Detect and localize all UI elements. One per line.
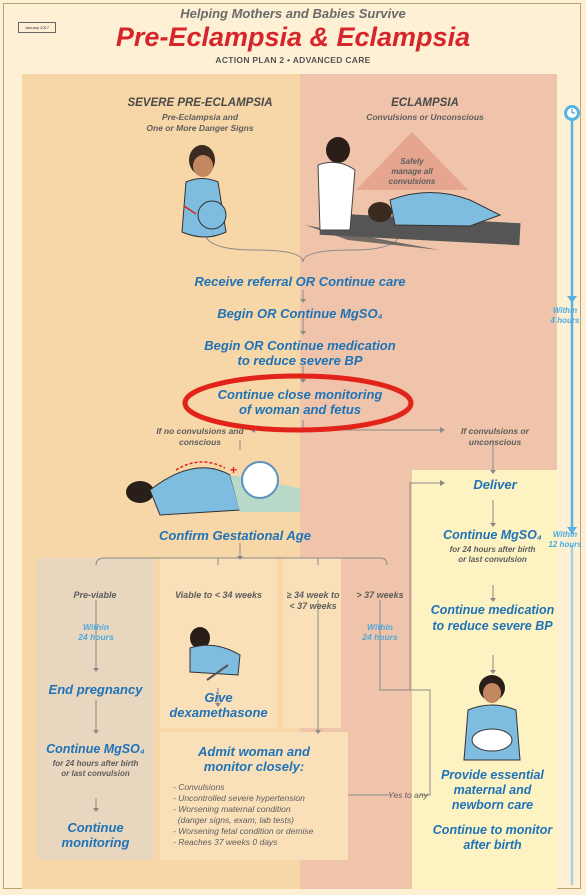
age-viable: Viable to < 34 weeks: [160, 590, 277, 600]
mother-baby-icon: [464, 675, 520, 760]
admit-item-2: - Worsening maternal condition: [173, 804, 348, 814]
confirm-gestational-age: Confirm Gestational Age: [110, 528, 360, 543]
age-34-b: < 37 weeks: [281, 601, 345, 611]
admit-item-4: - Worsening fetal condition or demise: [173, 826, 348, 836]
right-medication-1: Continue medication: [415, 603, 570, 617]
admit-item-3: (danger signs, exam, lab tests): [173, 815, 348, 825]
left-mgso4-sub-2: or last convulsion: [37, 769, 154, 778]
age-37: > 37 weeks: [345, 590, 415, 600]
eclampsia-scene-icon: [305, 137, 520, 250]
left-continue-mgso4: Continue MgSO₄: [37, 742, 154, 756]
step-bp-2: to reduce severe BP: [150, 353, 450, 368]
essential-care-1: Provide essential: [415, 768, 570, 782]
step-receive-referral: Receive referral OR Continue care: [150, 274, 450, 289]
within-12-b: 12 hours: [544, 540, 586, 549]
g37-within-a: Within: [345, 622, 415, 632]
within-4-a: Within: [544, 306, 586, 315]
within-12-a: Within: [544, 530, 586, 539]
svg-text:+: +: [230, 463, 237, 477]
left-mgso4-sub-1: for 24 hours after birth: [37, 759, 154, 768]
injection-icon: [190, 627, 240, 680]
admit-title-2: monitor closely:: [160, 759, 348, 774]
previable-within-a: Within: [56, 622, 136, 632]
continue-monitoring-2: monitoring: [37, 835, 154, 850]
end-pregnancy: End pregnancy: [37, 682, 154, 697]
right-mgso4-sub-2: or last convulsion: [420, 555, 565, 564]
branch-right-1: If convulsions or: [440, 426, 550, 436]
essential-care-2: maternal and: [415, 783, 570, 797]
branch-left-1: If no convulsions and: [140, 426, 260, 436]
pregnant-woman-icon: [182, 145, 226, 237]
step-monitoring-2: of woman and fetus: [150, 402, 450, 417]
monitor-after-birth-1: Continue to monitor: [415, 823, 570, 837]
age-previable: Pre-viable: [40, 590, 150, 600]
previable-within-b: 24 hours: [56, 632, 136, 642]
step-monitoring-1: Continue close monitoring: [150, 387, 450, 402]
give-label: Give: [160, 690, 277, 705]
dexamethasone-label: dexamethasone: [160, 705, 277, 720]
gestational-age-exam-icon: +: [126, 462, 300, 515]
continue-monitoring-1: Continue: [37, 820, 154, 835]
essential-care-3: newborn care: [415, 798, 570, 812]
admit-item-1: - Uncontrolled severe hypertension: [173, 793, 348, 803]
monitor-after-birth-2: after birth: [415, 838, 570, 852]
deliver-label: Deliver: [445, 477, 545, 492]
step-bp-1: Begin OR Continue medication: [150, 338, 450, 353]
within-4-b: 4 hours: [544, 316, 586, 325]
admit-title-1: Admit woman and: [160, 744, 348, 759]
admit-item-5: - Reaches 37 weeks 0 days: [173, 837, 348, 847]
right-medication-2: to reduce severe BP: [415, 619, 570, 633]
g37-within-b: 24 hours: [345, 632, 415, 642]
branch-right-2: unconscious: [440, 437, 550, 447]
yes-to-any: Yes to any: [380, 790, 436, 800]
step-mgso4: Begin OR Continue MgSO₄: [150, 306, 450, 321]
age-34-a: ≥ 34 week to: [281, 590, 345, 600]
admit-item-0: - Convulsions: [173, 782, 348, 792]
branch-left-2: conscious: [140, 437, 260, 447]
